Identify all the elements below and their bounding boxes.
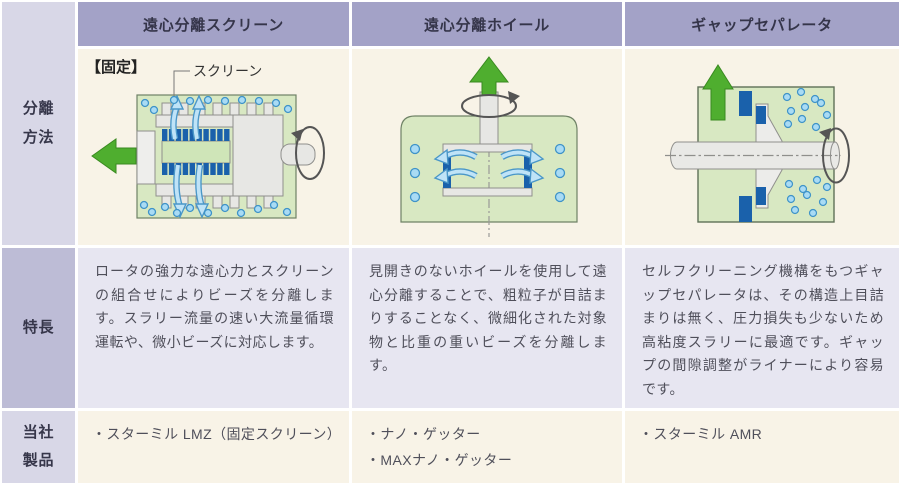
rotor-core — [161, 140, 231, 164]
column-header-centrifugal-screen: 遠心分離スクリーン — [78, 2, 349, 46]
end-cap — [136, 130, 156, 185]
wheel-frame — [442, 143, 533, 197]
rotation-arrow-icon — [291, 126, 325, 180]
feature-centrifugal-screen: ロータの強力な遠心力とスクリーンの組合せによりビーズを分離します。スラリー流量の… — [78, 248, 349, 408]
column-header-centrifugal-wheel: 遠心分離ホイール — [352, 2, 622, 46]
feature-centrifugal-wheel: 見開きのないホイールを使用して遠心分離することで、粗粒子が目詰まりすることなく、… — [352, 248, 622, 408]
flow-arrow-icon — [91, 138, 137, 174]
products-centrifugal-screen: ・スターミル LMZ（固定スクリーン） — [78, 411, 349, 483]
product-item: ・スターミル AMR — [639, 426, 763, 442]
flow-arrow-icon — [702, 64, 734, 121]
row-label-separation-method: 分離 方法 — [2, 2, 75, 245]
products-centrifugal-wheel: ・ナノ・ゲッター ・MAXナノ・ゲッター — [352, 411, 622, 483]
column-header-gap-separator: ギャップセパレータ — [625, 2, 899, 46]
fixed-label: 【固定】 — [86, 58, 146, 76]
row-label-features: 特長 — [2, 248, 75, 408]
diagram-centrifugal-screen: 【固定】 — [78, 49, 349, 245]
flow-curved-arrow-icons — [433, 148, 545, 185]
centrifugal-wheel-illustration — [400, 56, 578, 237]
outlet-pipe — [479, 91, 499, 153]
rotation-arrow-icon — [461, 91, 520, 118]
rotation-arrow-icon — [819, 127, 850, 184]
centrifugal-screen-illustration: 【固定】 — [86, 58, 325, 219]
rotor-body — [136, 102, 316, 209]
bead-dots — [139, 95, 293, 218]
product-item: ・スターミル LMZ（固定スクリーン） — [92, 426, 342, 442]
diagram-centrifugal-wheel — [352, 49, 622, 245]
feature-gap-separator: セルフクリーニング機構をもつギャップセパレータは、その構造上目詰まりは無く、圧力… — [625, 248, 899, 408]
gap-separator-illustration — [665, 64, 850, 223]
product-item: ・MAXナノ・ゲッター — [366, 451, 513, 468]
flow-arrow-icon — [468, 56, 510, 96]
bead-dots — [782, 87, 832, 218]
screen-part-label: スクリーン — [193, 63, 262, 79]
diagram-gap-separator — [625, 49, 899, 245]
products-gap-separator: ・スターミル AMR — [625, 411, 899, 483]
row-label-products: 当社 製品 — [2, 411, 75, 483]
product-item: ・ナノ・ゲッター — [366, 426, 481, 442]
shaft — [280, 143, 316, 166]
bead-dots — [409, 143, 566, 203]
gap-liners — [739, 91, 766, 222]
